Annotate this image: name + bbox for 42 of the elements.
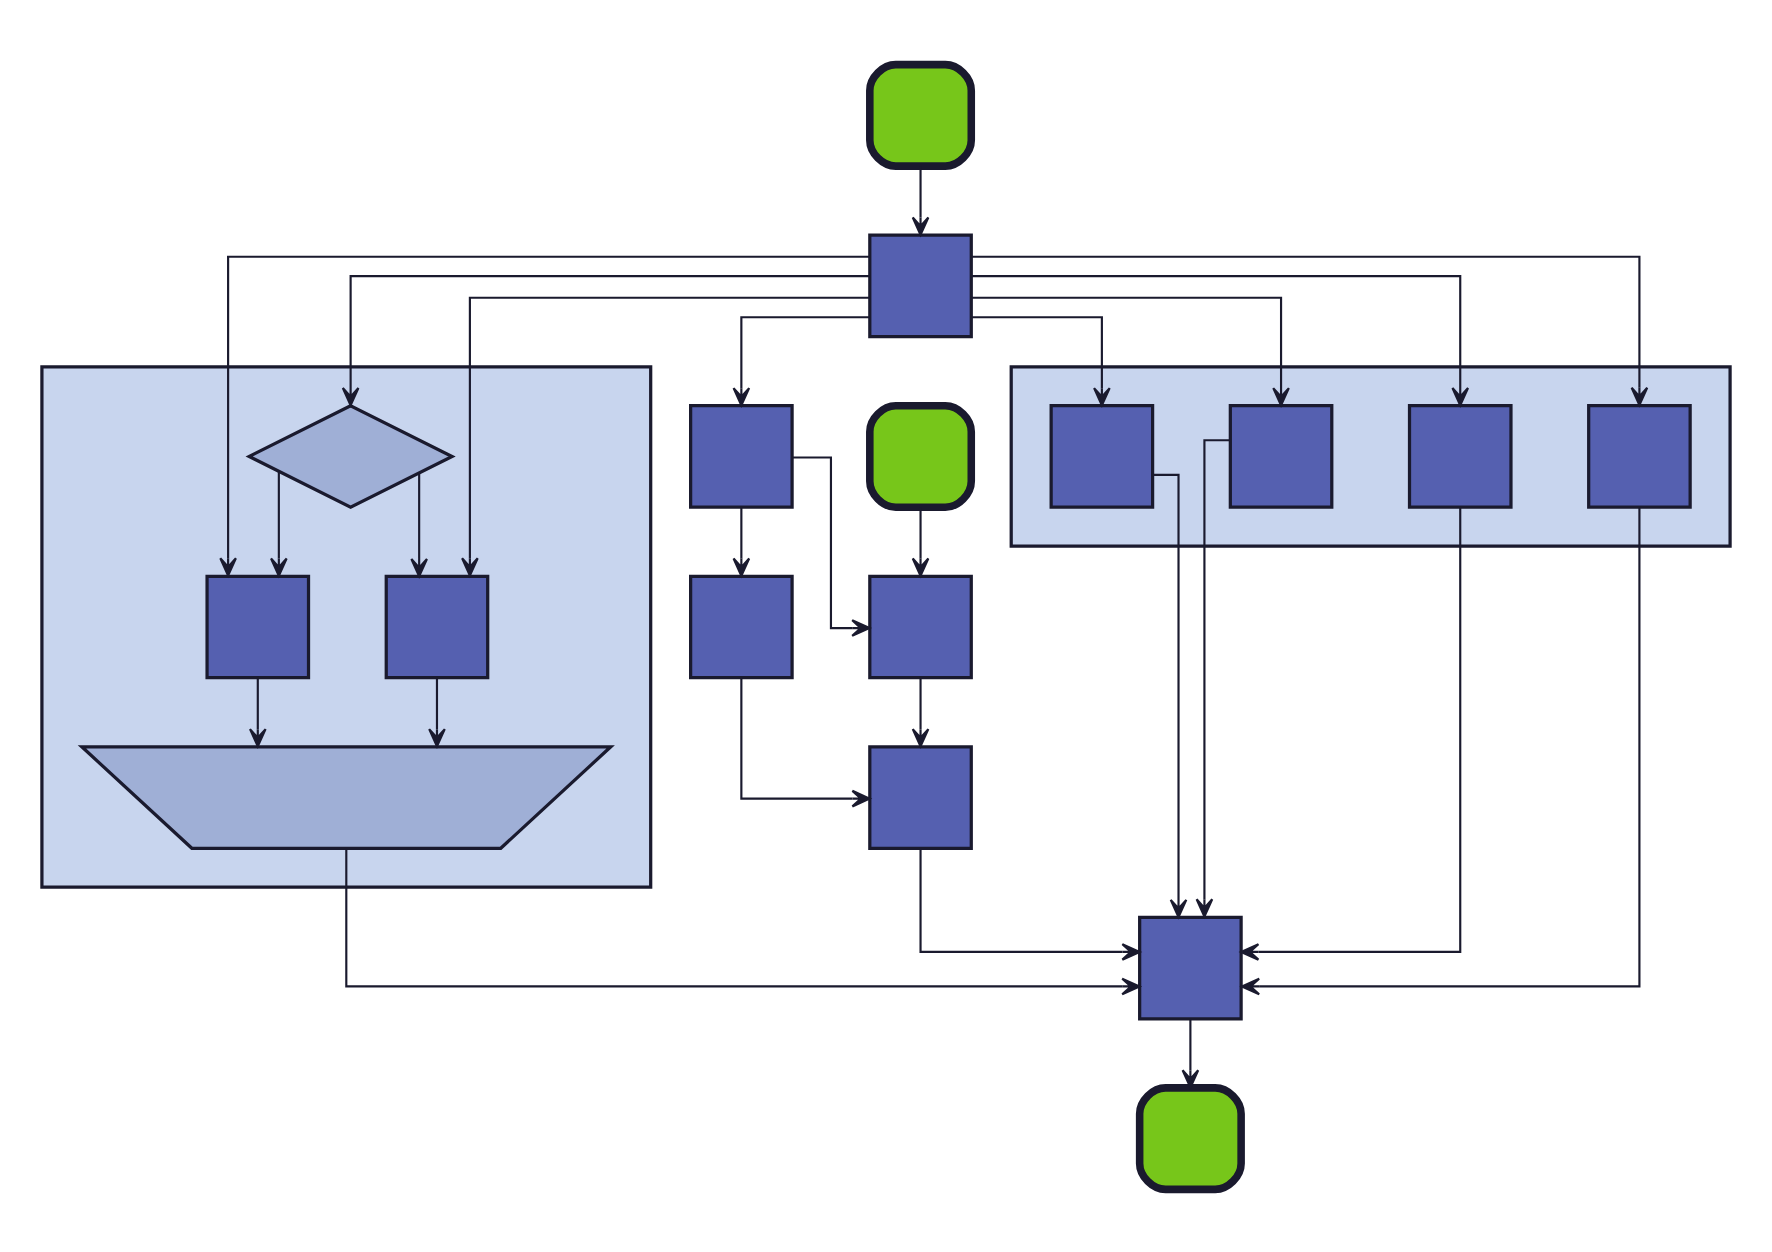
node-box: [1138, 914, 1243, 1020]
node-box: [1228, 403, 1334, 508]
arrow: [732, 506, 751, 576]
node-trapezium: [77, 744, 615, 849]
node-terminal: [866, 59, 976, 169]
arrow: [345, 848, 1141, 995]
node-box: [689, 403, 794, 508]
cluster: [1009, 364, 1732, 547]
arrow: [1181, 1018, 1200, 1088]
node-box: [689, 573, 794, 679]
node-box: [1587, 403, 1692, 508]
arrow: [410, 472, 428, 577]
node-box: [868, 744, 973, 849]
arrow: [971, 274, 1470, 406]
node-box: [1049, 403, 1155, 508]
node-terminal: [1135, 1083, 1245, 1193]
arrow: [971, 254, 1649, 406]
arrow: [972, 315, 1111, 406]
arrow: [428, 677, 446, 747]
arrow: [341, 274, 869, 406]
arrow: [270, 470, 288, 576]
node-box: [868, 573, 973, 679]
arrow: [971, 295, 1290, 406]
arrow: [219, 254, 870, 576]
node-box: [384, 573, 490, 679]
arrow: [792, 455, 871, 636]
arrow: [1240, 506, 1462, 960]
node-box: [1407, 403, 1513, 508]
cluster: [40, 364, 653, 888]
arrow: [732, 315, 870, 406]
node-box: [868, 232, 973, 338]
arrow: [740, 677, 871, 807]
arrow: [461, 295, 870, 576]
node-box: [205, 573, 311, 679]
arrow: [1240, 506, 1641, 995]
node-terminal: [866, 400, 976, 510]
arrow: [248, 677, 267, 747]
arrow: [911, 506, 930, 576]
arrow: [911, 165, 930, 235]
node-diamond: [245, 402, 456, 508]
arrow: [911, 677, 930, 747]
arrow: [919, 847, 1141, 960]
